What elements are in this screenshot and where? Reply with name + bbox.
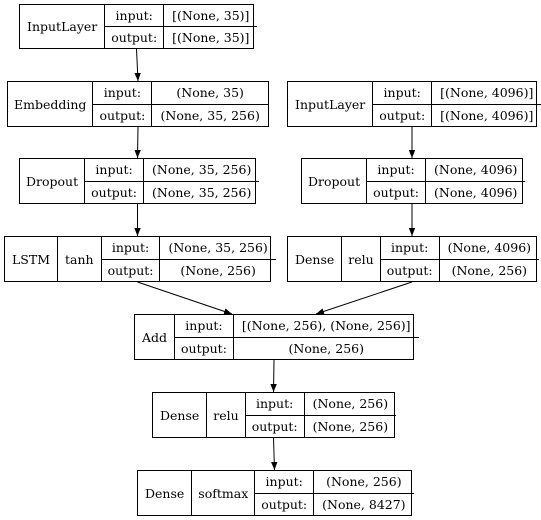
- input-shape: (None, 256): [326, 474, 402, 490]
- output-label: output:: [367, 180, 426, 204]
- node-embedding: Embedding input: output: (None, 35) (Non…: [7, 81, 269, 127]
- output-label: output:: [245, 414, 304, 438]
- edge-lstm-to-add: [137, 281, 233, 315]
- node-dropout-1: Dropout input: output: (None, 35, 256) (…: [19, 158, 260, 204]
- input-shape: (None, 35, 256): [168, 240, 268, 256]
- input-label: input:: [111, 240, 150, 256]
- input-label: input:: [185, 318, 223, 334]
- output-shape: (None, 256): [439, 258, 540, 282]
- output-shape: (None, 256): [304, 414, 397, 438]
- input-shape: [(None, 256), (None, 256)]: [241, 318, 411, 334]
- layer-name: Dense: [295, 251, 335, 267]
- input-shape: [(None, 4096)]: [440, 85, 534, 101]
- output-shape: [(None, 4096)]: [432, 103, 541, 127]
- layer-name: Dense: [145, 485, 185, 501]
- layer-name: Dense: [160, 407, 200, 423]
- output-shape: (None, 4096): [426, 180, 526, 204]
- layer-name: LSTM: [12, 251, 51, 267]
- output-shape: (None, 256): [233, 336, 419, 360]
- output-label: output:: [373, 103, 432, 127]
- input-label: input:: [255, 396, 294, 412]
- node-dense-softmax: Dense softmax input: output: (None, 256)…: [137, 470, 414, 516]
- output-label: output:: [105, 26, 164, 48]
- edge-add-to-dense2: [270, 359, 277, 393]
- node-dense-relu-1: Dense relu input: output: (None, 4096) (…: [287, 236, 540, 282]
- layer-name: InputLayer: [27, 19, 98, 34]
- input-label: input:: [377, 162, 415, 178]
- layer-name: Embedding: [14, 96, 87, 112]
- output-label: output:: [175, 336, 233, 360]
- edge-embedding-to-dropout1: [134, 126, 141, 159]
- output-shape: (None, 35, 256): [144, 180, 260, 204]
- edge-dense2-to-dense3: [271, 437, 278, 471]
- node-input-layer-1: InputLayer input: output: [(None, 35)] […: [19, 4, 258, 49]
- layer-name: Add: [142, 329, 168, 345]
- input-label: input:: [115, 8, 153, 23]
- input-shape: (None, 4096): [447, 240, 532, 256]
- output-label: output:: [85, 180, 144, 204]
- output-shape: (None, 35, 256): [152, 103, 268, 127]
- input-shape: (None, 35, 256): [152, 162, 252, 178]
- output-shape: (None, 8427): [314, 492, 414, 516]
- input-shape: (None, 35): [176, 85, 244, 101]
- activation-name: softmax: [191, 471, 254, 515]
- node-input-layer-2: InputLayer input: output: [(None, 4096)]…: [287, 81, 541, 127]
- output-label: output:: [255, 492, 314, 516]
- input-label: input:: [103, 85, 142, 101]
- input-label: input:: [390, 240, 429, 256]
- node-add: Add input: output: [(None, 256), (None, …: [134, 314, 419, 360]
- node-dense-relu-2: Dense relu input: output: (None, 256) (N…: [152, 392, 397, 438]
- output-label: output:: [380, 258, 439, 282]
- activation-name: tanh: [57, 237, 101, 281]
- node-lstm: LSTM tanh input: output: (None, 35, 256)…: [4, 236, 276, 282]
- layer-name: InputLayer: [295, 96, 366, 112]
- input-label: input:: [383, 85, 421, 101]
- layer-name: Dropout: [26, 173, 79, 189]
- input-shape: (None, 256): [312, 396, 389, 412]
- input-label: input:: [265, 474, 303, 490]
- node-dropout-2: Dropout input: output: (None, 4096) (Non…: [301, 158, 526, 204]
- input-shape: (None, 4096): [434, 162, 518, 178]
- output-shape: (None, 256): [160, 258, 276, 282]
- layer-name: Dropout: [308, 173, 361, 189]
- edge-input1-to-embedding: [134, 48, 141, 82]
- output-label: output:: [101, 258, 160, 282]
- activation-name: relu: [206, 393, 244, 437]
- output-shape: [(None, 35)]: [164, 26, 258, 48]
- edge-dense1-to-add: [315, 281, 413, 315]
- output-label: output:: [93, 103, 152, 127]
- activation-name: relu: [341, 237, 379, 281]
- input-label: input:: [95, 162, 133, 178]
- input-shape: [(None, 35)]: [172, 8, 250, 23]
